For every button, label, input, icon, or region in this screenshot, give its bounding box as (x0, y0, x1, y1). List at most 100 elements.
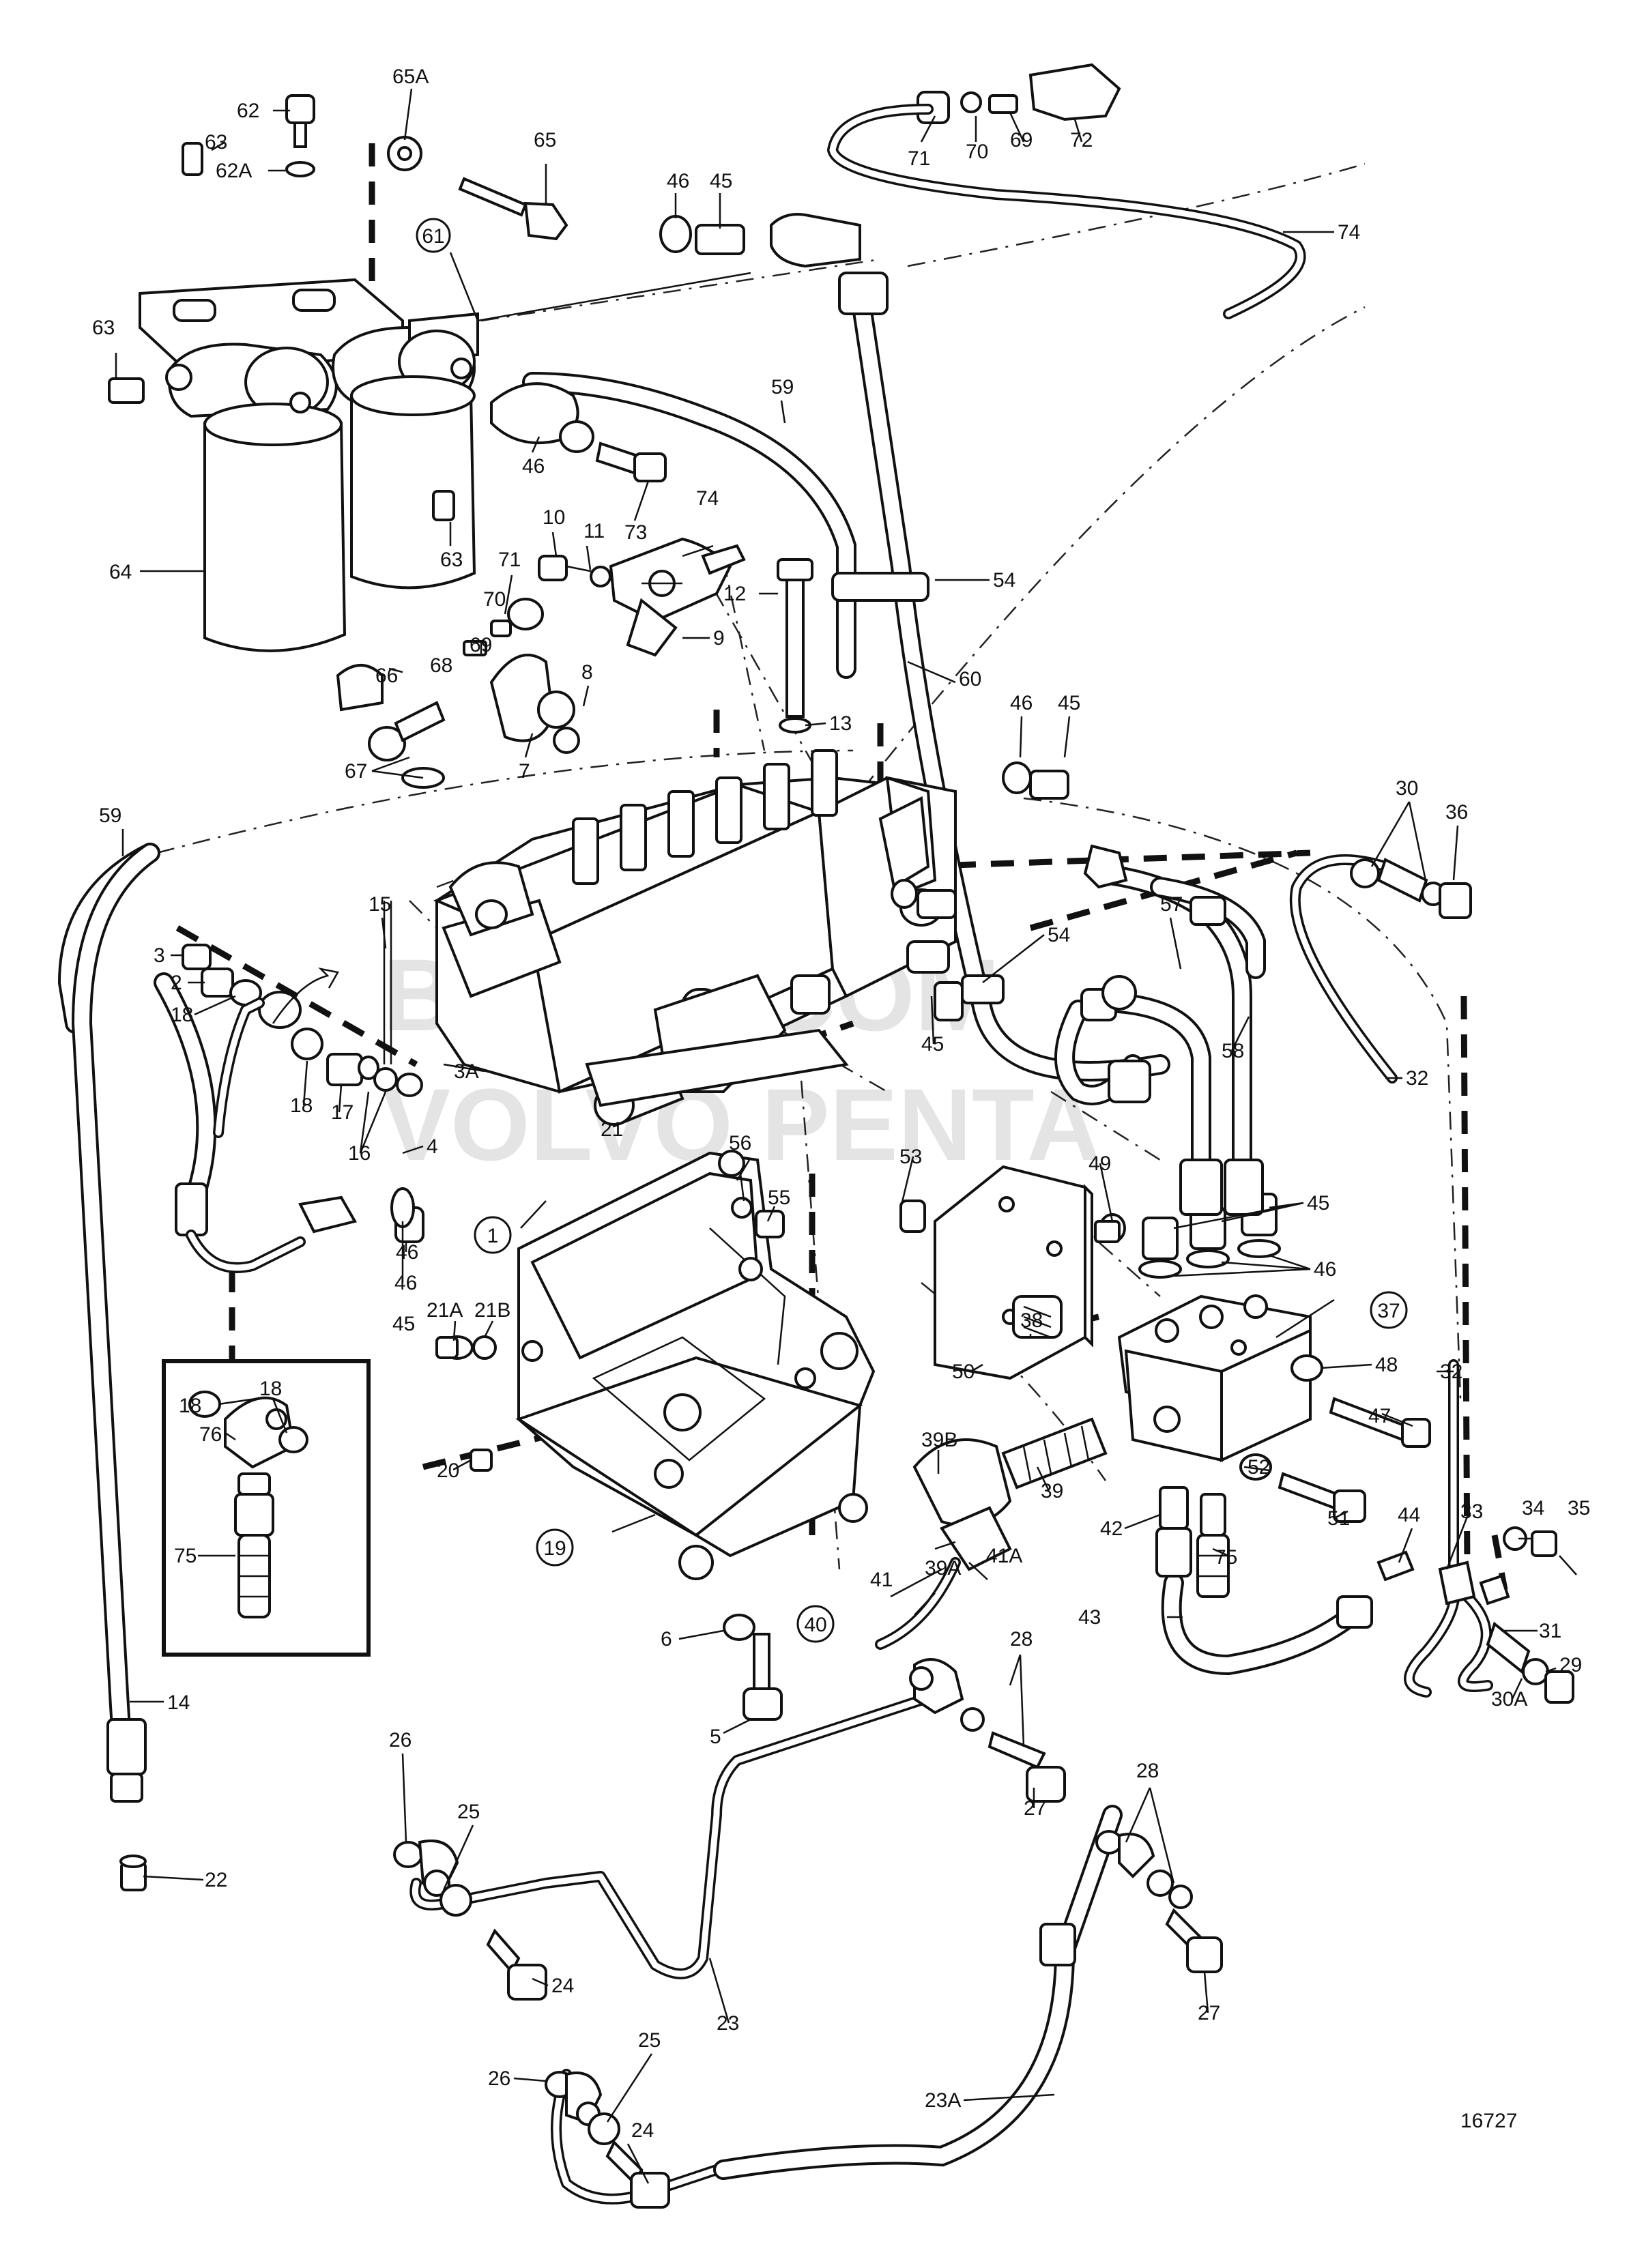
callout-3: 3 (154, 944, 165, 967)
callout-6: 6 (661, 1628, 672, 1651)
callout-41A: 41A (986, 1545, 1022, 1567)
callout-67: 67 (345, 760, 367, 783)
callout-18: 18 (179, 1395, 201, 1417)
callout-28: 28 (1136, 1760, 1159, 1782)
callout-42: 42 (1100, 1517, 1123, 1540)
callout-62A: 62A (216, 160, 252, 182)
callout-39: 39 (1041, 1480, 1063, 1502)
callout-63: 63 (205, 131, 227, 154)
callout-66: 66 (375, 665, 398, 687)
middle-small-fittings (336, 537, 813, 789)
callout-75: 75 (1215, 1546, 1237, 1569)
callout-29: 29 (1559, 1654, 1582, 1676)
callout-45: 45 (710, 170, 732, 192)
callout-31: 31 (1539, 1620, 1561, 1642)
callout-27: 27 (1198, 2002, 1220, 2024)
callout-32: 32 (1406, 1067, 1428, 1090)
callout-63: 63 (440, 549, 463, 571)
callout-59: 59 (771, 376, 794, 398)
callout-65A: 65A (392, 66, 429, 88)
callout-70: 70 (483, 588, 506, 611)
callout-69: 69 (1010, 129, 1033, 151)
callout-25: 25 (638, 2029, 661, 2052)
callout-65: 65 (534, 129, 556, 151)
callout-18: 18 (171, 1004, 193, 1026)
callout-18: 18 (259, 1378, 282, 1400)
callout-74: 74 (696, 487, 719, 510)
callout-28: 28 (1010, 1628, 1033, 1651)
callout-10: 10 (543, 506, 565, 529)
callout-54: 54 (1048, 924, 1070, 946)
callout-33: 33 (1460, 1500, 1483, 1523)
leader-lines (115, 88, 1577, 2184)
callout-17: 17 (331, 1101, 354, 1124)
callout-30A: 30A (1491, 1688, 1527, 1711)
fuel-filter-assembly (139, 278, 479, 652)
pump-elements (572, 749, 838, 885)
callout-72: 72 (1070, 129, 1093, 151)
callout-34: 34 (1522, 1497, 1544, 1520)
callout-15: 15 (369, 893, 391, 916)
callout-25: 25 (457, 1801, 480, 1823)
injection-pump (433, 749, 957, 1128)
callout-69: 69 (470, 634, 492, 656)
right-hoses (891, 761, 1266, 1216)
callout-19: 19 (543, 1537, 566, 1560)
callout-50: 50 (952, 1361, 975, 1383)
callout-60: 60 (959, 668, 981, 690)
lower-right-hose (1155, 1486, 1415, 1676)
callout-71: 71 (908, 147, 930, 170)
callout-56: 56 (729, 1132, 751, 1154)
callout-36: 36 (1445, 801, 1468, 824)
callout-37: 37 (1377, 1300, 1400, 1322)
callout-61: 61 (422, 225, 444, 248)
callout-45: 45 (1307, 1192, 1329, 1215)
callout-16: 16 (348, 1142, 371, 1165)
callout-18: 18 (290, 1094, 313, 1117)
callout-41: 41 (870, 1569, 893, 1591)
callout-74: 74 (1338, 221, 1360, 244)
callout-23A: 23A (925, 2089, 961, 2112)
callout-circles (416, 218, 1408, 1643)
callout-47: 47 (1368, 1405, 1391, 1427)
callout-2: 2 (171, 972, 182, 994)
callout-49: 49 (1088, 1152, 1111, 1175)
callout-24: 24 (631, 2119, 654, 2142)
callout-21: 21 (601, 1118, 623, 1141)
callout-13: 13 (829, 712, 852, 735)
callout-46: 46 (1010, 692, 1033, 714)
right-pipe-32 (1289, 854, 1574, 1704)
callout-labels: 62 65A 63 62A 65 46 45 61 63 71 70 69 72… (92, 66, 1590, 2142)
callout-21B: 21B (474, 1299, 510, 1322)
callout-26: 26 (389, 1729, 412, 1751)
callout-46: 46 (394, 1272, 417, 1294)
callout-8: 8 (581, 661, 593, 684)
callout-26: 26 (488, 2067, 510, 2090)
left-connections (182, 901, 424, 1243)
callout-35: 35 (1568, 1497, 1590, 1520)
callout-20: 20 (437, 1459, 459, 1482)
callout-12: 12 (723, 583, 746, 605)
callout-48: 48 (1375, 1354, 1398, 1376)
callout-46: 46 (396, 1241, 418, 1264)
callout-5: 5 (710, 1726, 721, 1748)
callout-76: 76 (199, 1423, 222, 1446)
callout-68: 68 (430, 654, 452, 677)
callout-14: 14 (167, 1691, 190, 1714)
callout-45: 45 (1058, 692, 1080, 714)
callout-54: 54 (993, 569, 1015, 592)
callout-51: 51 (1327, 1507, 1350, 1530)
callout-7: 7 (519, 760, 530, 783)
callout-24: 24 (551, 1975, 574, 1997)
callout-62: 62 (237, 100, 259, 122)
callout-63: 63 (92, 317, 115, 339)
callout-40: 40 (804, 1614, 826, 1636)
callout-52: 52 (1248, 1456, 1270, 1479)
callout-46: 46 (667, 170, 689, 192)
callout-45: 45 (921, 1033, 944, 1056)
callout-39A: 39A (925, 1557, 961, 1580)
callout-3A: 3A (454, 1060, 479, 1083)
callout-45: 45 (392, 1313, 415, 1335)
callout-46: 46 (522, 455, 545, 478)
